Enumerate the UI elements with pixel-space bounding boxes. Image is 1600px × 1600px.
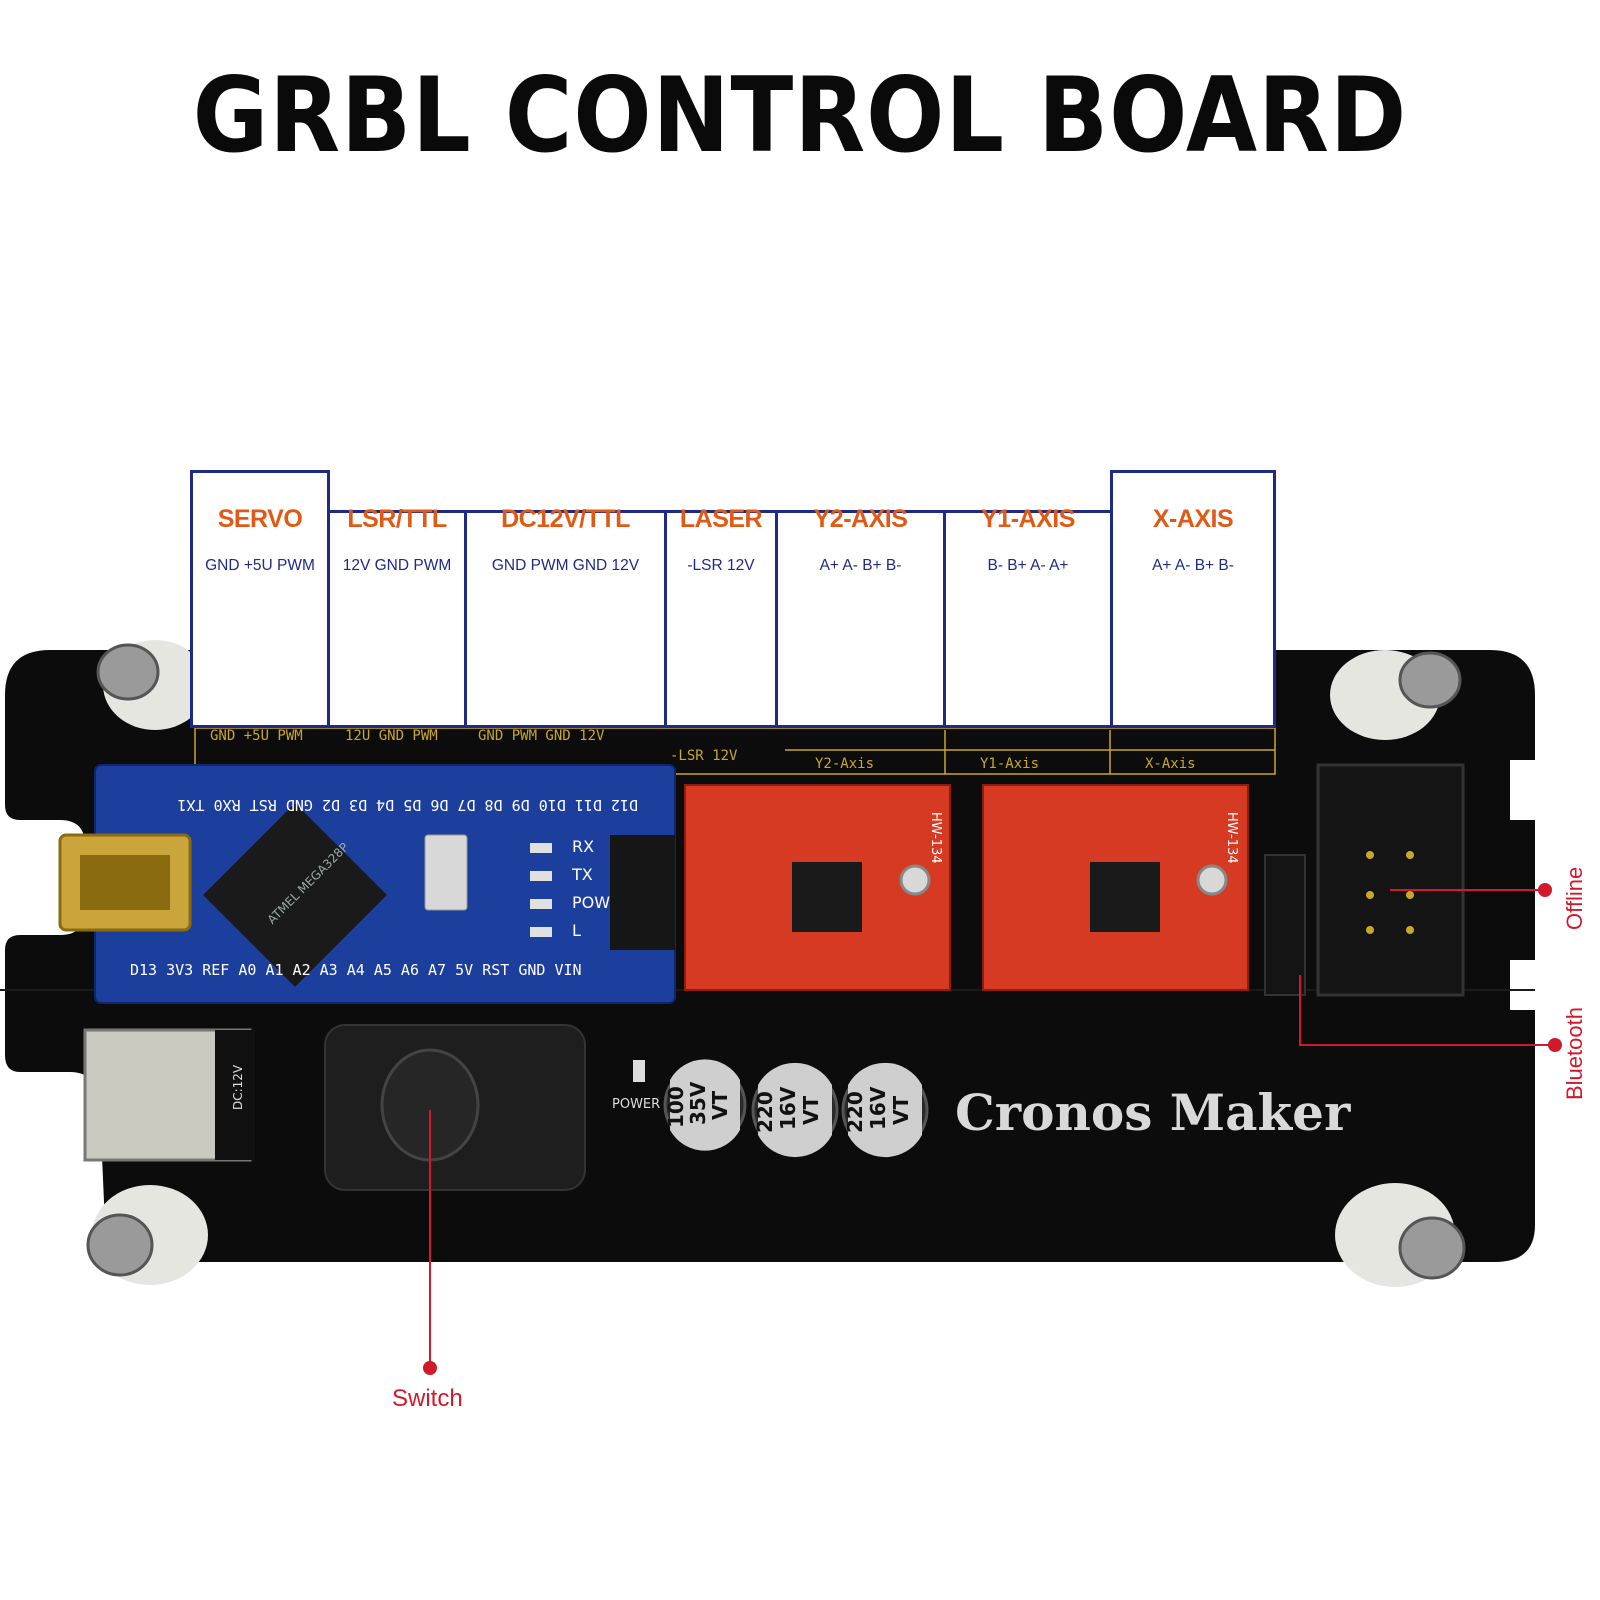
- driver-y1-label: HW-134: [1224, 812, 1239, 864]
- silk-conn-4: Y2-Axis: [815, 756, 874, 772]
- connector-name: DC12V/TTL: [501, 505, 630, 533]
- led-rx-label: RX: [572, 837, 594, 856]
- cap-1-series: VT: [708, 1091, 732, 1120]
- stepper-driver-y2: HW-134: [684, 784, 951, 991]
- driver-y2-label: HW-134: [928, 812, 943, 864]
- capacitor-1: 100 35V VT: [663, 1059, 747, 1151]
- connector-pins: GND +5U PWM: [205, 557, 315, 574]
- bluetooth-header: [1264, 854, 1306, 996]
- silk-conn-2: GND PWM GND 12V: [478, 728, 605, 744]
- power-led-label: POWER: [612, 1097, 660, 1112]
- led-tx-label: TX: [571, 865, 593, 884]
- connector-pins: -LSR 12V: [687, 557, 755, 574]
- switch-callout-label: Switch: [392, 1385, 463, 1412]
- connector-lsr-ttl: LSR/TTL 12V GND PWM: [327, 505, 467, 725]
- connector-laser: LASER -LSR 12V: [664, 505, 778, 725]
- connector-name: Y1-AXIS: [981, 505, 1075, 533]
- page-title: GRBL CONTROL BOARD: [192, 55, 1408, 176]
- board-notch: [1510, 960, 1550, 1010]
- connector-name: LASER: [679, 505, 763, 533]
- connector-pins: A+ A- B+ B-: [1152, 557, 1234, 574]
- connector-pins: GND PWM GND 12V: [491, 557, 640, 574]
- nano-top-pins: D12 D11 D10 D9 D8 D7 D6 D5 D4 D3 D2 GND …: [177, 796, 638, 814]
- board-notch: [1510, 760, 1550, 820]
- bluetooth-callout-label: Bluetooth: [1562, 1007, 1587, 1100]
- connector-row-baseline: [190, 725, 1276, 728]
- cap-2-value: 220: [753, 1091, 777, 1133]
- connector-name: SERVO: [217, 505, 303, 533]
- nano-bottom-pins: D13 3V3 REF A0 A1 A2 A3 A4 A5 A6 A7 5V R…: [130, 961, 582, 979]
- connector-y2-axis: Y2-AXIS A+ A- B+ B-: [775, 505, 946, 725]
- capacitor-2: 220 16V VT: [751, 1062, 839, 1158]
- capacitor-3: 220 16V VT: [841, 1062, 929, 1158]
- cap-2-series: VT: [799, 1096, 823, 1125]
- led-l-label: L: [572, 921, 581, 940]
- cap-1-voltage: 35V: [686, 1081, 710, 1125]
- connector-y1-axis: Y1-AXIS B- B+ A- A+: [943, 505, 1113, 725]
- cap-3-series: VT: [889, 1096, 913, 1125]
- bluetooth-callout-line: [1299, 975, 1555, 1046]
- silk-conn-6: X-Axis: [1145, 756, 1196, 772]
- arduino-nano: ATMEL MEGA328P D12 D11 D10 D9 D8 D7 D6 D…: [58, 764, 676, 1004]
- dc-jack-label: DC:12V: [231, 1064, 245, 1110]
- connector-servo: SERVO GND +5U PWM: [190, 470, 330, 725]
- offline-callout-label: Offline: [1562, 866, 1587, 930]
- cap-2-voltage: 16V: [776, 1086, 800, 1130]
- stepper-driver-y1: HW-134: [982, 784, 1249, 991]
- brand-logo-text: Cronos Maker: [955, 1083, 1351, 1142]
- connector-pins: A+ A- B+ B-: [819, 557, 902, 574]
- cap-1-value: 100: [664, 1086, 688, 1128]
- connector-name: Y2-AXIS: [813, 505, 908, 533]
- connector-pins: B- B+ A- A+: [987, 557, 1069, 574]
- led-pow-label: POW: [572, 893, 610, 912]
- silk-conn-5: Y1-Axis: [980, 756, 1039, 772]
- silk-conn-1: 12U GND PWM: [345, 728, 438, 744]
- connector-x-axis: X-AXIS A+ A- B+ B-: [1110, 470, 1276, 725]
- silk-conn-0: GND +5U PWM: [210, 728, 303, 744]
- connector-name: X-AXIS: [1152, 505, 1234, 533]
- bluetooth-callout-dot: [1548, 1038, 1562, 1052]
- switch-callout-dot: [423, 1361, 437, 1375]
- standoffs: [86, 640, 1466, 1287]
- cap-3-voltage: 16V: [866, 1086, 890, 1130]
- offline-callout-dot: [1538, 883, 1552, 897]
- offline-header: [1316, 763, 1465, 997]
- silk-conn-3: -LSR 12V: [670, 748, 738, 764]
- connector-dc12v-ttl: DC12V/TTL GND PWM GND 12V: [464, 505, 667, 725]
- connector-pins: 12V GND PWM: [342, 557, 452, 574]
- connector-name: LSR/TTL: [347, 505, 447, 533]
- cap-3-value: 220: [843, 1091, 867, 1133]
